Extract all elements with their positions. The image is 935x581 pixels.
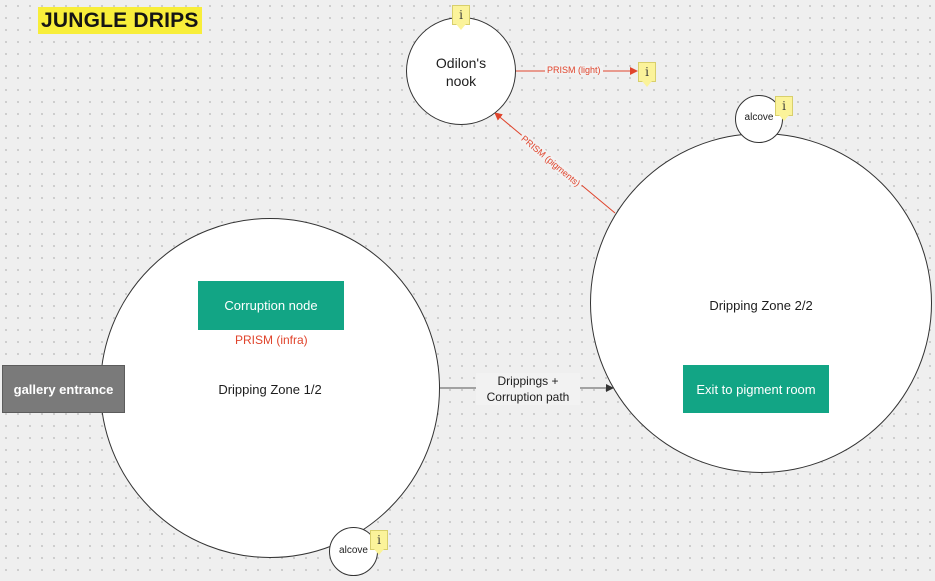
- info-note-icon[interactable]: i: [452, 5, 470, 30]
- dripping-zone-2-label: Dripping Zone 2/2: [709, 298, 813, 313]
- odilons-nook-label-line1: Odilon's: [435, 55, 487, 71]
- prism-light-label: PRISM (light): [545, 65, 603, 75]
- odilons-nook-label-line2: nook: [445, 73, 477, 89]
- alcove-top-label: alcove: [744, 112, 774, 123]
- board-title: JUNGLE DRIPS: [38, 7, 202, 34]
- odilons-nook-circle[interactable]: Odilon's nook: [406, 17, 516, 125]
- dripping-zone-2-circle[interactable]: Dripping Zone 2/2: [590, 133, 932, 473]
- exit-to-pigment-room-box[interactable]: Exit to pigment room: [683, 365, 829, 413]
- corruption-node-box[interactable]: Corruption node: [198, 281, 344, 330]
- info-note-icon[interactable]: i: [638, 62, 656, 87]
- odilons-nook-label: Odilon's nook: [407, 54, 515, 90]
- gallery-entrance-box[interactable]: gallery entrance: [2, 365, 125, 413]
- dripping-zone-1-circle[interactable]: Dripping Zone 1/2: [100, 218, 440, 558]
- alcove-bottom-label: alcove: [339, 545, 368, 556]
- drippings-label-line1: Drippings +: [497, 374, 559, 388]
- drippings-label-line2: Corruption path: [486, 390, 570, 404]
- dripping-zone-1-label: Dripping Zone 1/2: [218, 382, 322, 397]
- info-note-icon[interactable]: i: [775, 96, 793, 121]
- prism-infra-label: PRISM (infra): [235, 333, 308, 347]
- info-note-icon[interactable]: i: [370, 530, 388, 555]
- drippings-corruption-path-label: Drippings + Corruption path: [476, 373, 580, 405]
